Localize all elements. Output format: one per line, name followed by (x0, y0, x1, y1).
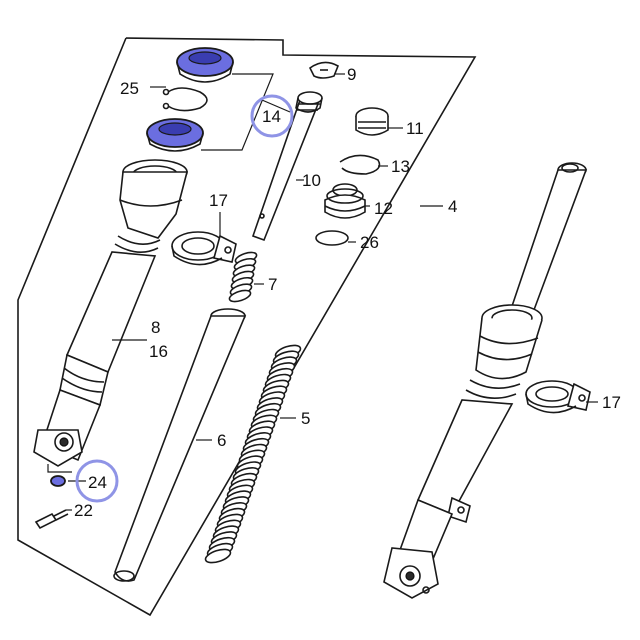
assembly-boundary (17, 37, 477, 617)
callout-7: 7 (268, 275, 277, 294)
clip-9 (308, 61, 340, 79)
spring-coil (204, 548, 232, 564)
circlip-13 (339, 154, 381, 175)
oil-seal-lower (146, 118, 204, 152)
spring-coil (228, 289, 252, 303)
callout-24: 24 (88, 473, 107, 492)
oil-seal-upper (176, 47, 234, 83)
highlight-ring-14 (250, 94, 294, 138)
callout-14: 14 (262, 107, 281, 126)
callout-25: 25 (120, 79, 139, 98)
fork-spring (204, 344, 302, 564)
leader-lines (66, 73, 598, 511)
damper-rod (251, 91, 323, 242)
bolt-22 (34, 509, 69, 530)
part-12 (324, 183, 366, 219)
outer-fork-tube (33, 159, 189, 467)
callout-11: 11 (406, 119, 424, 138)
assembled-fork (383, 162, 588, 599)
washer-24 (50, 475, 66, 487)
callout-6: 6 (217, 431, 226, 450)
inner-fork-tube (113, 308, 247, 582)
o-ring-26 (315, 230, 349, 246)
callout-26: 26 (360, 233, 379, 252)
callout-16: 16 (149, 342, 168, 361)
circlip-25 (162, 87, 208, 112)
callout-17-right: 17 (602, 393, 621, 412)
callout-10: 10 (302, 171, 321, 190)
callout-4: 4 (448, 197, 457, 216)
callout-13: 13 (391, 157, 410, 176)
callout-17-left: 17 (209, 191, 228, 210)
rebound-spring-7 (228, 251, 258, 303)
callout-12: 12 (374, 199, 393, 218)
fork-clamp-right (525, 380, 591, 414)
callout-22: 22 (74, 501, 93, 520)
fork-clamp-left (171, 231, 237, 266)
callout-9: 9 (347, 65, 356, 84)
callout-8: 8 (151, 318, 160, 337)
fork-cap-11 (355, 107, 389, 136)
callout-5: 5 (301, 409, 310, 428)
highlight-ring-24 (75, 459, 119, 503)
